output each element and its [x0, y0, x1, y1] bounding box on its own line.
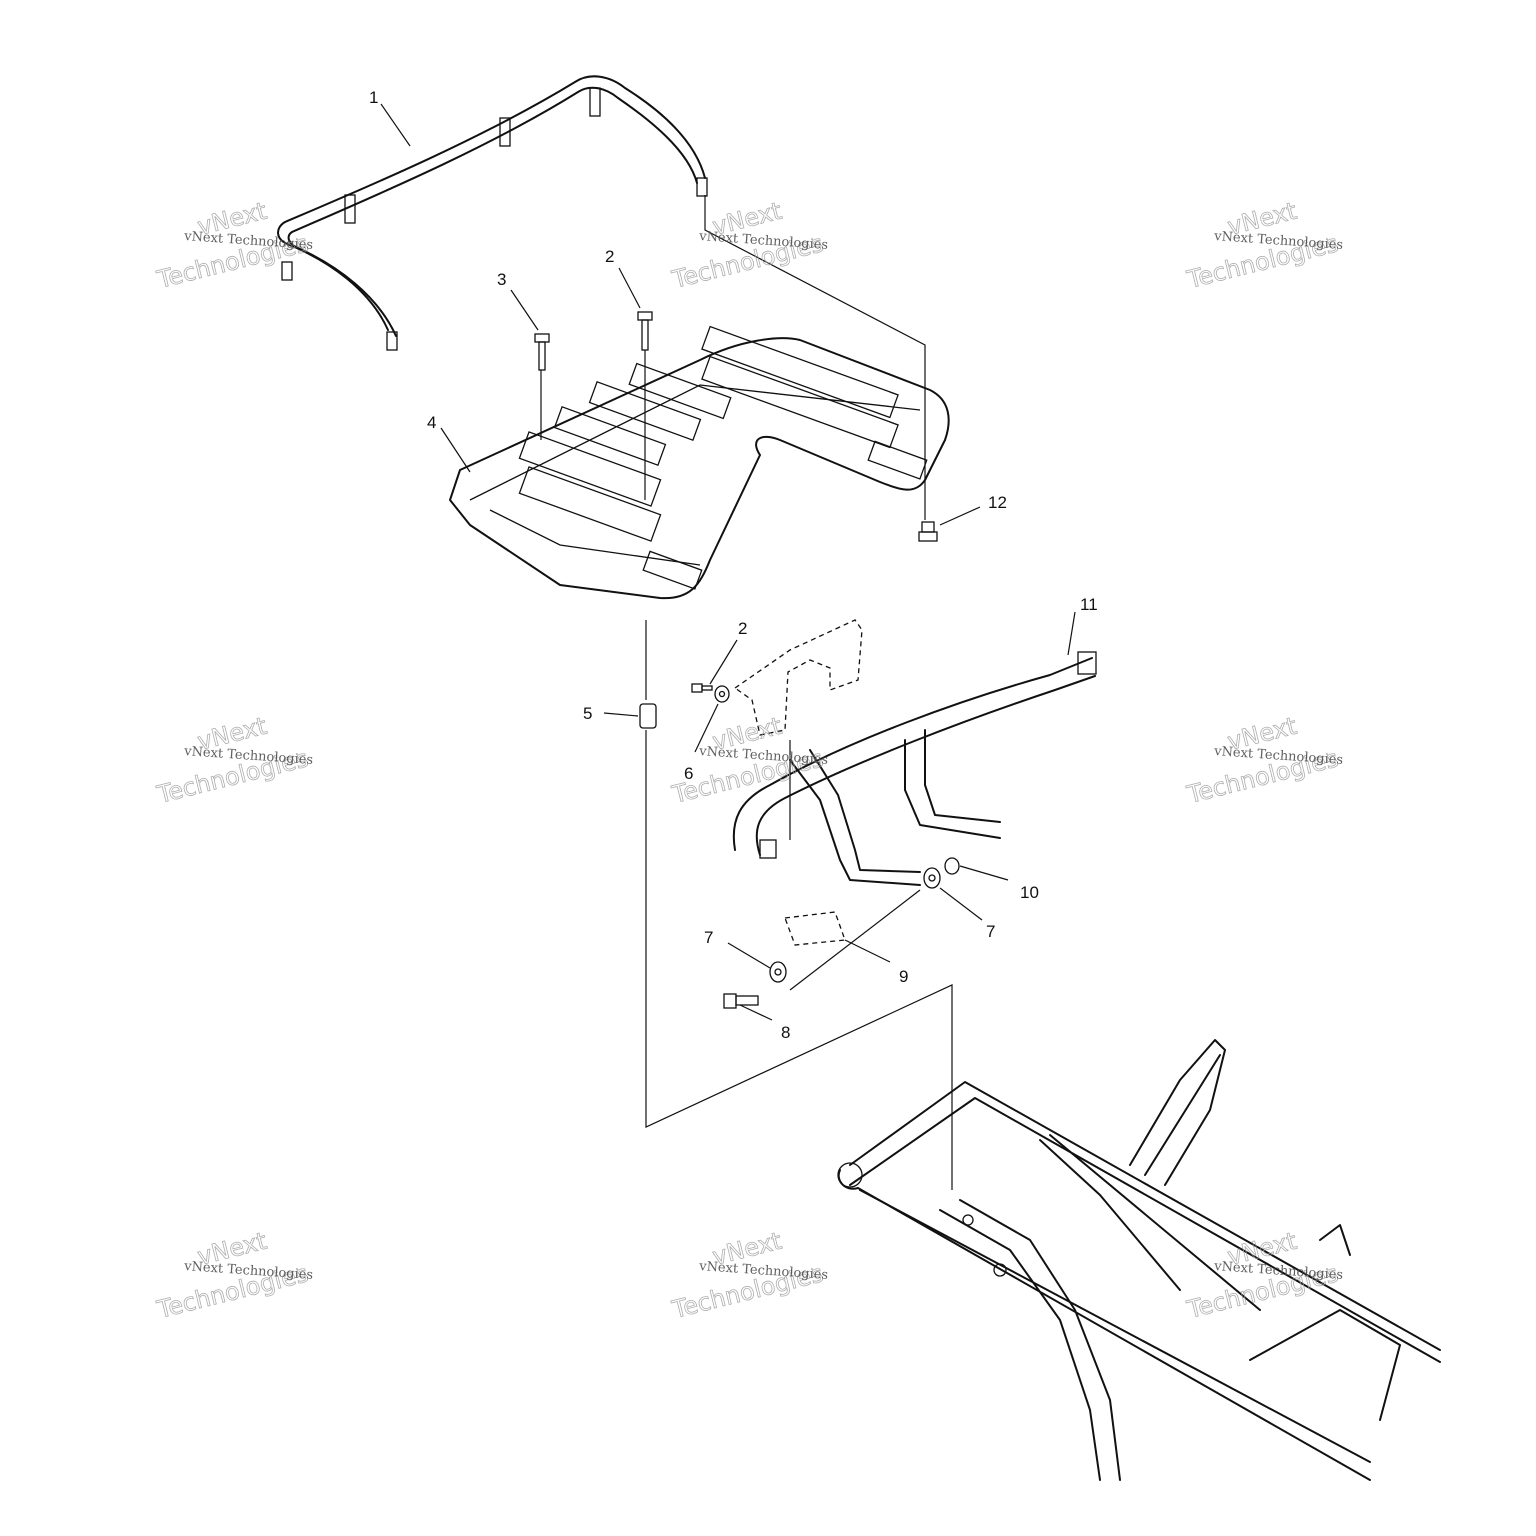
part-4-rack-platform — [449, 325, 950, 600]
watermark-mid-right: vNext Technologies vNext Technologies — [1183, 711, 1343, 809]
part-10-nut — [944, 857, 960, 875]
callout-5: 5 — [583, 704, 592, 723]
callout-6: 6 — [684, 764, 693, 783]
callout-1: 1 — [369, 88, 378, 107]
part-1-rack-rail — [277, 75, 708, 351]
callout-7-left: 7 — [704, 928, 713, 947]
callout-9: 9 — [899, 967, 908, 986]
part-9-plate — [784, 911, 846, 946]
callout-11: 11 — [1080, 595, 1098, 614]
callout-labels: 1 2 3 4 12 11 2 5 6 10 7 7 9 8 — [369, 88, 1098, 1042]
part-3-bolt — [534, 333, 550, 371]
watermark-bottom-center: vNext Technologies vNext Technologies — [668, 1226, 828, 1324]
callout-4: 4 — [427, 413, 436, 432]
watermark-bottom-right: vNext Technologies vNext Technologies — [1183, 1226, 1343, 1324]
part-8-bolt — [723, 993, 759, 1009]
watermark-top-right: vNext Technologies vNext Technologies — [1183, 196, 1343, 294]
callout-10: 10 — [1020, 883, 1039, 902]
watermark-mid-left: vNext Technologies vNext Technologies — [153, 711, 313, 809]
part-11-rear-bar — [732, 651, 1097, 886]
callout-12: 12 — [988, 493, 1007, 512]
part-2-bolt — [637, 311, 653, 351]
part-7-washer-lower — [769, 961, 787, 983]
part-5-spacer — [639, 703, 657, 729]
callout-2-lower: 2 — [738, 619, 747, 638]
part-12-nut — [918, 521, 938, 542]
callout-7-right: 7 — [986, 922, 995, 941]
callout-2-top: 2 — [605, 247, 614, 266]
part-2-bolt-lower — [691, 683, 713, 693]
part-6-washer — [714, 685, 730, 703]
vehicle-frame — [837, 1039, 1441, 1481]
callout-3: 3 — [497, 270, 506, 289]
watermark-mid-center: vNext Technologies vNext Technologies — [668, 711, 828, 809]
part-7-washer-upper — [923, 867, 941, 889]
callout-8: 8 — [781, 1023, 790, 1042]
watermark-top-center: vNext Technologies vNext Technologies — [668, 196, 828, 294]
watermark-bottom-left: vNext Technologies vNext Technologies — [153, 1226, 313, 1324]
leader-lines — [380, 103, 1076, 1190]
hidden-bracket-outline — [733, 619, 863, 736]
